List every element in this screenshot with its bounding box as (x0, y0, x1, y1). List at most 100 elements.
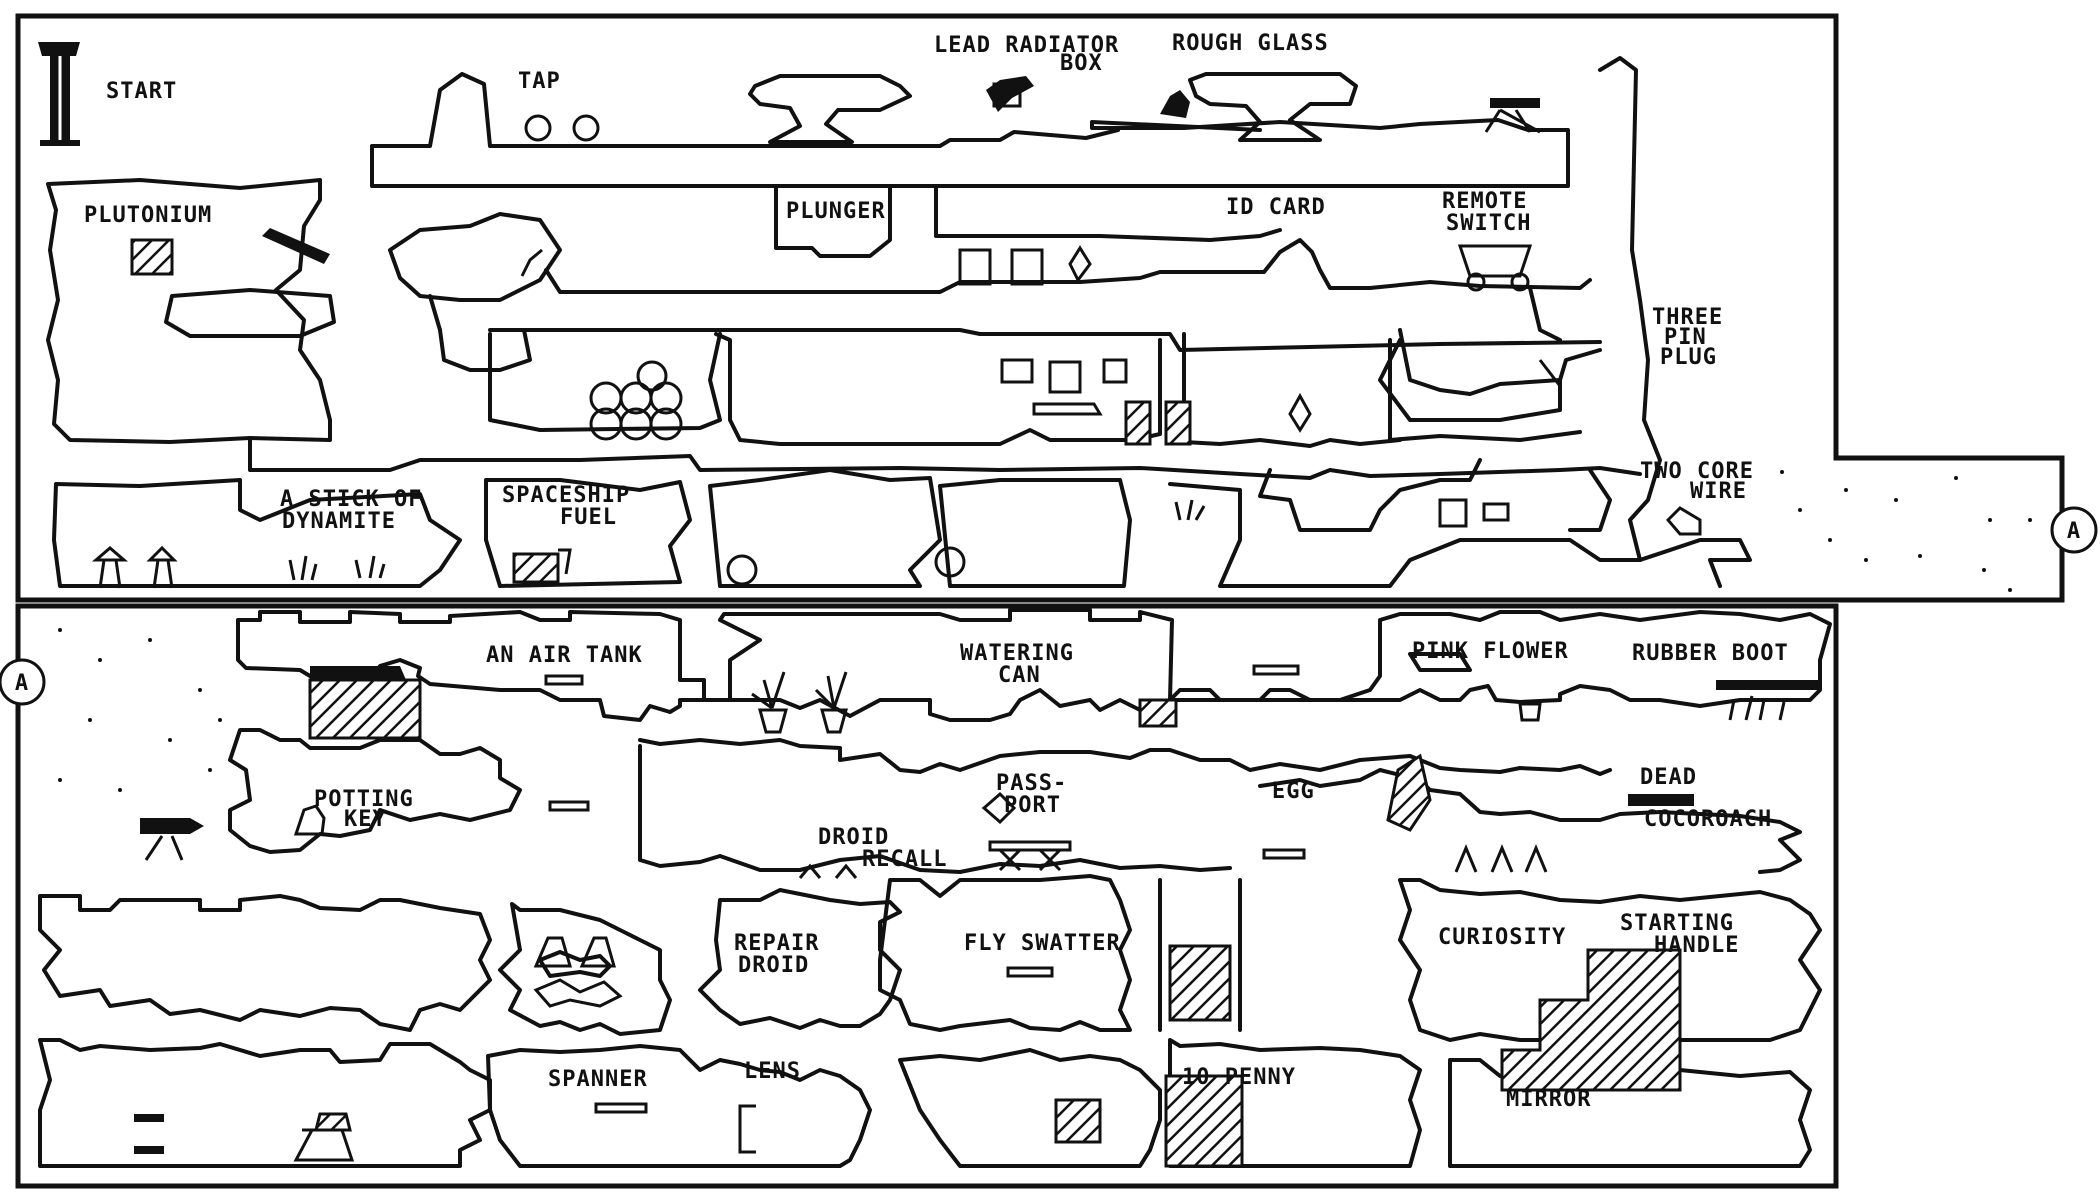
penguin-icon (533, 936, 616, 968)
bar-icon (134, 1146, 164, 1154)
label-rough-glass: ROUGH GLASS (1172, 31, 1329, 56)
label-repair-droid: DROID (738, 953, 809, 978)
label-pass: PASS- (996, 771, 1067, 796)
label-switch: SWITCH (1446, 211, 1531, 236)
connector-a-right: A (2050, 506, 2098, 554)
label-lens: LENS (744, 1059, 801, 1084)
crates-icon (533, 978, 623, 1008)
watering-can-icon (1252, 664, 1300, 676)
label-plutonium: PLUTONIUM (84, 203, 212, 228)
fly-swatter-icon (1006, 966, 1054, 978)
label-watering: WATERING (960, 641, 1074, 666)
label-pin: PIN (1664, 325, 1707, 350)
label-lead-radiator: LEAD RADIATOR (934, 33, 1119, 58)
label-two-core: TWO CORE (1640, 459, 1754, 484)
label-tap: TAP (518, 69, 561, 94)
spaceship-fuel-icon (512, 548, 572, 584)
label-wire: WIRE (1690, 479, 1747, 504)
machine-icon (302, 1112, 352, 1132)
label-10-penny: 10 PENNY (1182, 1065, 1296, 1090)
label-spaceship: SPACESHIP (502, 483, 630, 508)
label-key: KEY (344, 807, 387, 832)
lens-icon (738, 1104, 756, 1154)
plutonium-rod-icon (262, 228, 330, 264)
label-dead: DEAD (1640, 765, 1697, 790)
penny-crate-icon (1164, 1074, 1244, 1168)
air-tank-crate-icon (308, 666, 422, 740)
plutonium-icon (130, 238, 174, 276)
potting-key-icon (293, 804, 326, 836)
bird-icon (1665, 506, 1702, 536)
starting-handle-block-icon (1500, 948, 1682, 1092)
grass-icon (1174, 499, 1206, 521)
boulder-icon (934, 546, 966, 578)
connector-a-left: A (0, 658, 46, 706)
crate-icon (1164, 400, 1192, 446)
egg-crate-icon (1386, 753, 1432, 832)
lower-section (38, 608, 1832, 1168)
label-starting: STARTING (1620, 911, 1734, 936)
label-rubber-boot: RUBBER BOOT (1632, 641, 1789, 666)
upper-labels: START TAP LEAD RADIATOR BOX ROUGH GLASS … (84, 31, 1754, 534)
label-port: PORT (1004, 793, 1061, 818)
label-recall: RECALL (862, 847, 947, 872)
svg-text:A: A (15, 671, 29, 696)
label-repair: REPAIR (734, 931, 819, 956)
lower-top-wall (236, 610, 706, 722)
spanner-icon (594, 1102, 648, 1114)
telescope-icon (140, 818, 204, 861)
dead-cockroach-icon (1628, 794, 1694, 806)
upper-map-frame (15, 13, 2065, 603)
label-pink-flower: PINK FLOWER (1412, 639, 1569, 664)
table-icon (988, 840, 1072, 872)
passport-icon (981, 791, 1017, 825)
potted-plant-icon (751, 671, 788, 734)
label-fuel: FUEL (560, 505, 617, 530)
lead-radiator-box-icon (986, 76, 1034, 112)
telescope-icon (1484, 98, 1541, 134)
label-droid: DROID (818, 825, 889, 850)
watering-can-crate-icon (1138, 698, 1178, 728)
left-cavern-wall (46, 178, 332, 444)
label-plug: PLUG (1660, 345, 1717, 370)
mushroom-icon (91, 545, 178, 589)
label-handle: HANDLE (1654, 933, 1739, 958)
label-dynamite: DYNAMITE (282, 509, 396, 534)
label-spanner: SPANNER (548, 1067, 648, 1092)
label-mirror: MIRROR (1506, 1087, 1591, 1112)
svg-text:A: A (2067, 519, 2081, 544)
label-start: START (106, 79, 177, 104)
rubber-boot-icon (1716, 680, 1820, 721)
exit-corridor-speckles (1780, 470, 2032, 592)
label-potting: POTTING (314, 787, 414, 812)
label-remote: REMOTE (1442, 189, 1527, 214)
entry-speckles (58, 628, 222, 792)
label-plunger: PLUNGER (786, 199, 886, 224)
bar-icon (548, 800, 590, 812)
potted-plant-icon (814, 671, 848, 734)
label-egg: EGG (1272, 779, 1315, 804)
pink-flower-icon (1518, 702, 1542, 722)
upper-section (38, 42, 2032, 592)
note-icon (1438, 498, 1468, 528)
tap-sphere-icon (524, 114, 552, 142)
bar-icon (134, 1114, 164, 1122)
top-corridor-wall (370, 72, 1570, 188)
computer-terminal-icon (1000, 358, 1128, 416)
lower-labels: AN AIR TANK WATERING CAN PINK FLOWER RUB… (314, 639, 1789, 1112)
label-stick-of: A STICK OF (280, 487, 422, 512)
cannonball-pile-icon (589, 360, 683, 441)
sign-icon (1482, 502, 1510, 522)
rough-glass-icon (1160, 90, 1190, 118)
label-cocoroach: COCOROACH (1644, 807, 1772, 832)
label-fly-swatter: FLY SWATTER (964, 931, 1121, 956)
label-three: THREE (1652, 305, 1723, 330)
plant-icon (1288, 392, 1312, 433)
remote-switch-icon (1457, 244, 1533, 292)
stool-icon (1454, 844, 1548, 873)
lens-crate-icon (1054, 1098, 1102, 1144)
start-ladder-icon (38, 42, 80, 146)
plant-icon (1068, 245, 1092, 283)
lower-map-frame (15, 603, 1839, 1189)
